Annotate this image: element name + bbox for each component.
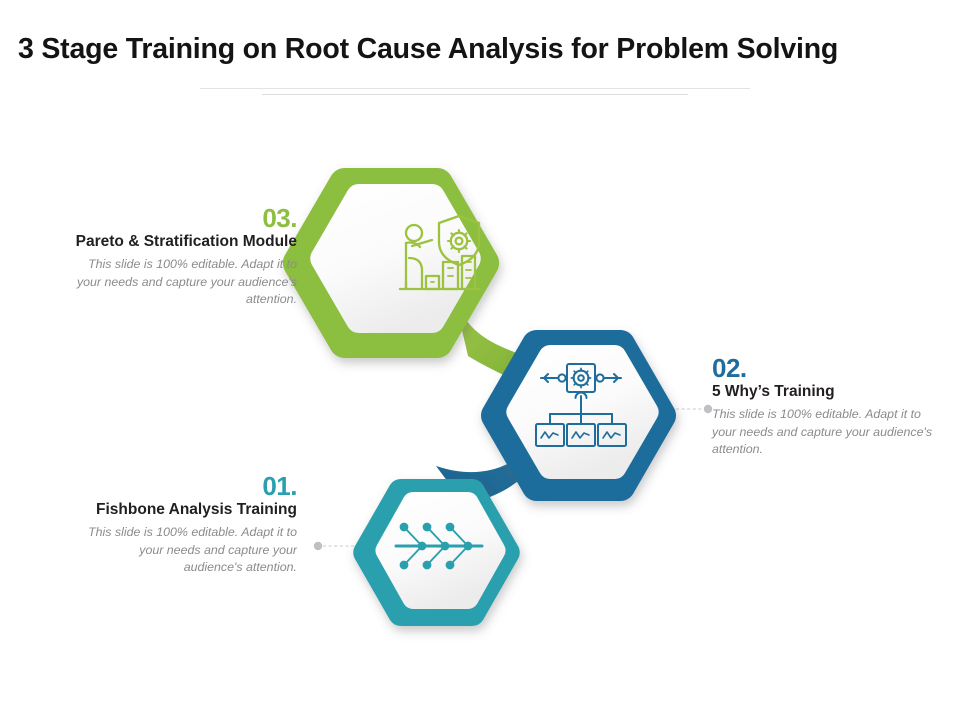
stage-03-number: 03. xyxy=(262,203,297,233)
title-divider-lower xyxy=(262,94,688,95)
stage-03-heading: Pareto & Stratification Module xyxy=(75,233,297,251)
stage-02-hexagon[interactable] xyxy=(480,329,677,502)
stage-02-body: This slide is 100% editable. Adapt it to… xyxy=(712,406,933,457)
stage-02-number: 02. xyxy=(712,353,747,383)
stage-01-number: 01. xyxy=(262,471,297,501)
page-title: 3 Stage Training on Root Cause Analysis … xyxy=(18,33,839,65)
stage-01-heading: Fishbone Analysis Training xyxy=(96,501,297,519)
stage-03-body: This slide is 100% editable. Adapt it to… xyxy=(76,256,297,307)
stage-01-hexagon[interactable] xyxy=(353,478,520,627)
stage-01-body: This slide is 100% editable. Adapt it to… xyxy=(88,524,297,575)
stage-02-heading: 5 Why’s Training xyxy=(712,383,835,401)
stage-01-text-block: 01. Fishbone Analysis Training This slid… xyxy=(34,471,297,577)
title-divider-upper xyxy=(200,88,750,89)
stage-02-text-block: 02. 5 Why’s Training This slide is 100% … xyxy=(712,353,952,459)
stage-03-text-block: 03. Pareto & Stratification Module This … xyxy=(14,203,298,309)
stage-03-hexagon[interactable] xyxy=(282,167,500,359)
